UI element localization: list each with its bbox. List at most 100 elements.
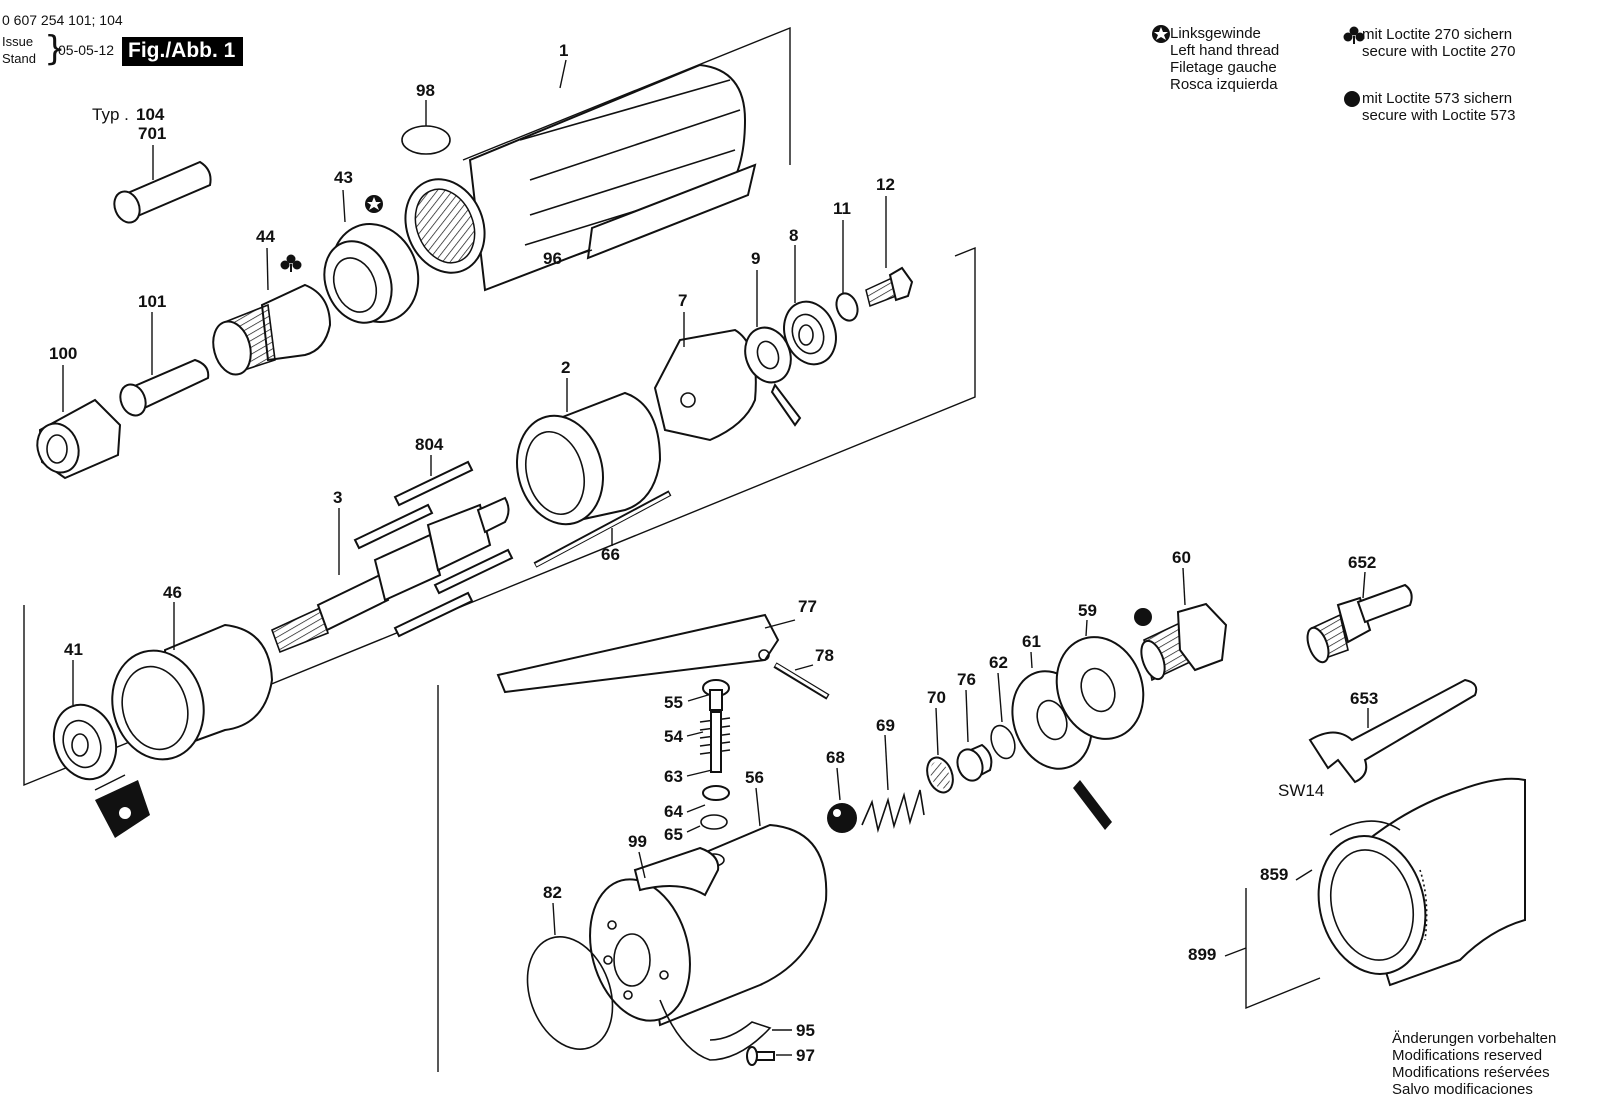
legend-left-hand-thread: Linksgewinde Left hand thread Filetage g… <box>1170 25 1279 93</box>
label-804: 804 <box>415 435 444 454</box>
part-99-cover-plate <box>633 846 720 897</box>
label-9: 9 <box>751 249 760 268</box>
part-60-air-inlet-fitting <box>1140 602 1228 682</box>
label-69: 69 <box>876 716 895 735</box>
legend-l573-line2: secure with Loctite 573 <box>1362 107 1516 124</box>
label-2: 2 <box>561 358 570 377</box>
label-66: 66 <box>601 545 620 564</box>
part-804-rotor-vanes <box>353 460 514 638</box>
part-65-o-ring <box>700 814 728 830</box>
label-77: 77 <box>798 597 817 616</box>
part-2-cylinder <box>516 391 662 526</box>
loctite-270-symbol-icon <box>1343 26 1365 44</box>
label-101: 101 <box>138 292 166 311</box>
label-82: 82 <box>543 883 562 902</box>
label-100: 100 <box>49 344 77 363</box>
label-653: 653 <box>1350 689 1378 708</box>
label-652: 652 <box>1348 553 1376 572</box>
label-60: 60 <box>1172 548 1191 567</box>
label-70: 70 <box>927 688 946 707</box>
label-41: 41 <box>64 640 83 659</box>
legend-lht-line3: Filetage gauche <box>1170 59 1277 76</box>
frame-hose-group <box>1245 888 1321 1010</box>
label-99: 99 <box>628 832 647 851</box>
label-61: 61 <box>1022 632 1041 651</box>
label-68: 68 <box>826 748 845 767</box>
label-1: 1 <box>559 41 568 60</box>
part-1-motor-housing <box>404 63 747 292</box>
label-12: 12 <box>876 175 895 194</box>
part-95-spring-clip <box>659 999 772 1061</box>
stand-label: Stand <box>2 51 36 66</box>
part-70-filter-screen <box>926 756 954 794</box>
part-41-ball-bearing <box>52 703 118 781</box>
part-62-o-ring <box>990 724 1016 760</box>
label-46: 46 <box>163 583 182 602</box>
legend-loctite-270: mit Loctite 270 sichern secure with Loct… <box>1362 26 1515 60</box>
part-59-seal-disc <box>1055 636 1145 740</box>
legend-lht-line4: Rosca izquierda <box>1170 76 1278 93</box>
issue-label: Issue <box>2 34 34 49</box>
part-3-rotor <box>270 496 510 654</box>
part-101-collet <box>119 358 210 417</box>
legend-loctite-573: mit Loctite 573 sichern secure with Loct… <box>1362 90 1515 124</box>
notes-line2: Modifications reserved <box>1392 1047 1543 1064</box>
brace-glyph: } <box>44 29 66 69</box>
legend-l270-line2: secure with Loctite 270 <box>1362 43 1516 60</box>
left-hand-thread-marker-icon <box>365 195 383 213</box>
label-sw14: SW14 <box>1278 781 1324 800</box>
part-859-hose-clamp <box>1317 777 1526 987</box>
leader-lines <box>62 59 1369 1056</box>
part-8-ball-bearing <box>783 300 837 366</box>
label-65: 65 <box>664 825 683 844</box>
frame-motor-group <box>23 246 976 787</box>
loctite-270-marker-icon <box>280 254 302 272</box>
label-104: 104 <box>136 105 165 124</box>
label-899: 899 <box>1188 945 1216 964</box>
legend-l270-line1: mit Loctite 270 sichern <box>1362 26 1513 43</box>
label-62: 62 <box>989 653 1008 672</box>
part-43-ring-nut <box>323 223 420 324</box>
legend-lht-line2: Left hand thread <box>1170 42 1280 59</box>
part-76-bushing <box>956 743 993 782</box>
part-11-washer <box>835 292 859 322</box>
label-43: 43 <box>334 168 353 187</box>
part-7-end-plate <box>653 328 757 442</box>
label-701: 701 <box>138 124 166 143</box>
notes-line1: Änderungen vorbehalten <box>1392 1030 1557 1047</box>
press-tool-icon <box>94 774 150 838</box>
label-95: 95 <box>796 1021 815 1040</box>
issue-date: 05-05-12 <box>58 42 115 58</box>
part-44-spindle <box>212 283 332 376</box>
part-77-throttle-lever <box>496 613 780 694</box>
part-55-valve-pin <box>702 679 730 711</box>
part-54-valve-spring <box>699 711 731 773</box>
label-63: 63 <box>664 767 683 786</box>
label-78: 78 <box>815 646 834 665</box>
part-68-valve-ball <box>827 803 857 833</box>
label-59: 59 <box>1078 601 1097 620</box>
label-7: 7 <box>678 291 687 310</box>
notes-line3: Modifications reśervées <box>1392 1064 1550 1081</box>
label-56: 56 <box>745 768 764 787</box>
part-97-screw <box>746 1046 775 1066</box>
label-3: 3 <box>333 488 342 507</box>
frame-housing-group <box>462 26 791 165</box>
label-54: 54 <box>664 727 683 746</box>
label-859: 859 <box>1260 865 1288 884</box>
label-55: 55 <box>664 693 683 712</box>
label-76: 76 <box>957 670 976 689</box>
part-653-wrench <box>1308 678 1478 784</box>
loctite-573-marker-icon <box>1134 608 1152 626</box>
label-98: 98 <box>416 81 435 100</box>
part-100-hex-nut <box>36 398 122 480</box>
part-64-washer <box>702 785 730 801</box>
legend-lht-line1: Linksgewinde <box>1170 25 1261 42</box>
part-12-screw <box>865 266 914 308</box>
part-701-collet <box>113 160 212 224</box>
notes-line4: Salvo modificaciones <box>1392 1081 1533 1098</box>
label-11: 11 <box>833 199 851 218</box>
part-82-o-ring <box>526 936 614 1050</box>
label-96: 96 <box>543 249 562 268</box>
